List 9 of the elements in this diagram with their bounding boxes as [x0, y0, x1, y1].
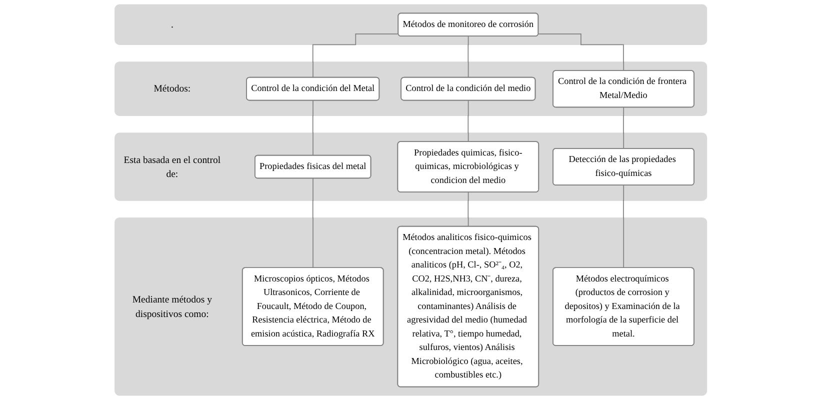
- connector: [468, 36, 469, 78]
- connector: [312, 34, 399, 78]
- connector: [622, 184, 624, 268]
- connector: [312, 178, 314, 268]
- connector: [622, 107, 624, 150]
- connector: [538, 34, 624, 72]
- connector: [468, 192, 469, 228]
- connector: [312, 100, 314, 156]
- connector: [468, 100, 469, 142]
